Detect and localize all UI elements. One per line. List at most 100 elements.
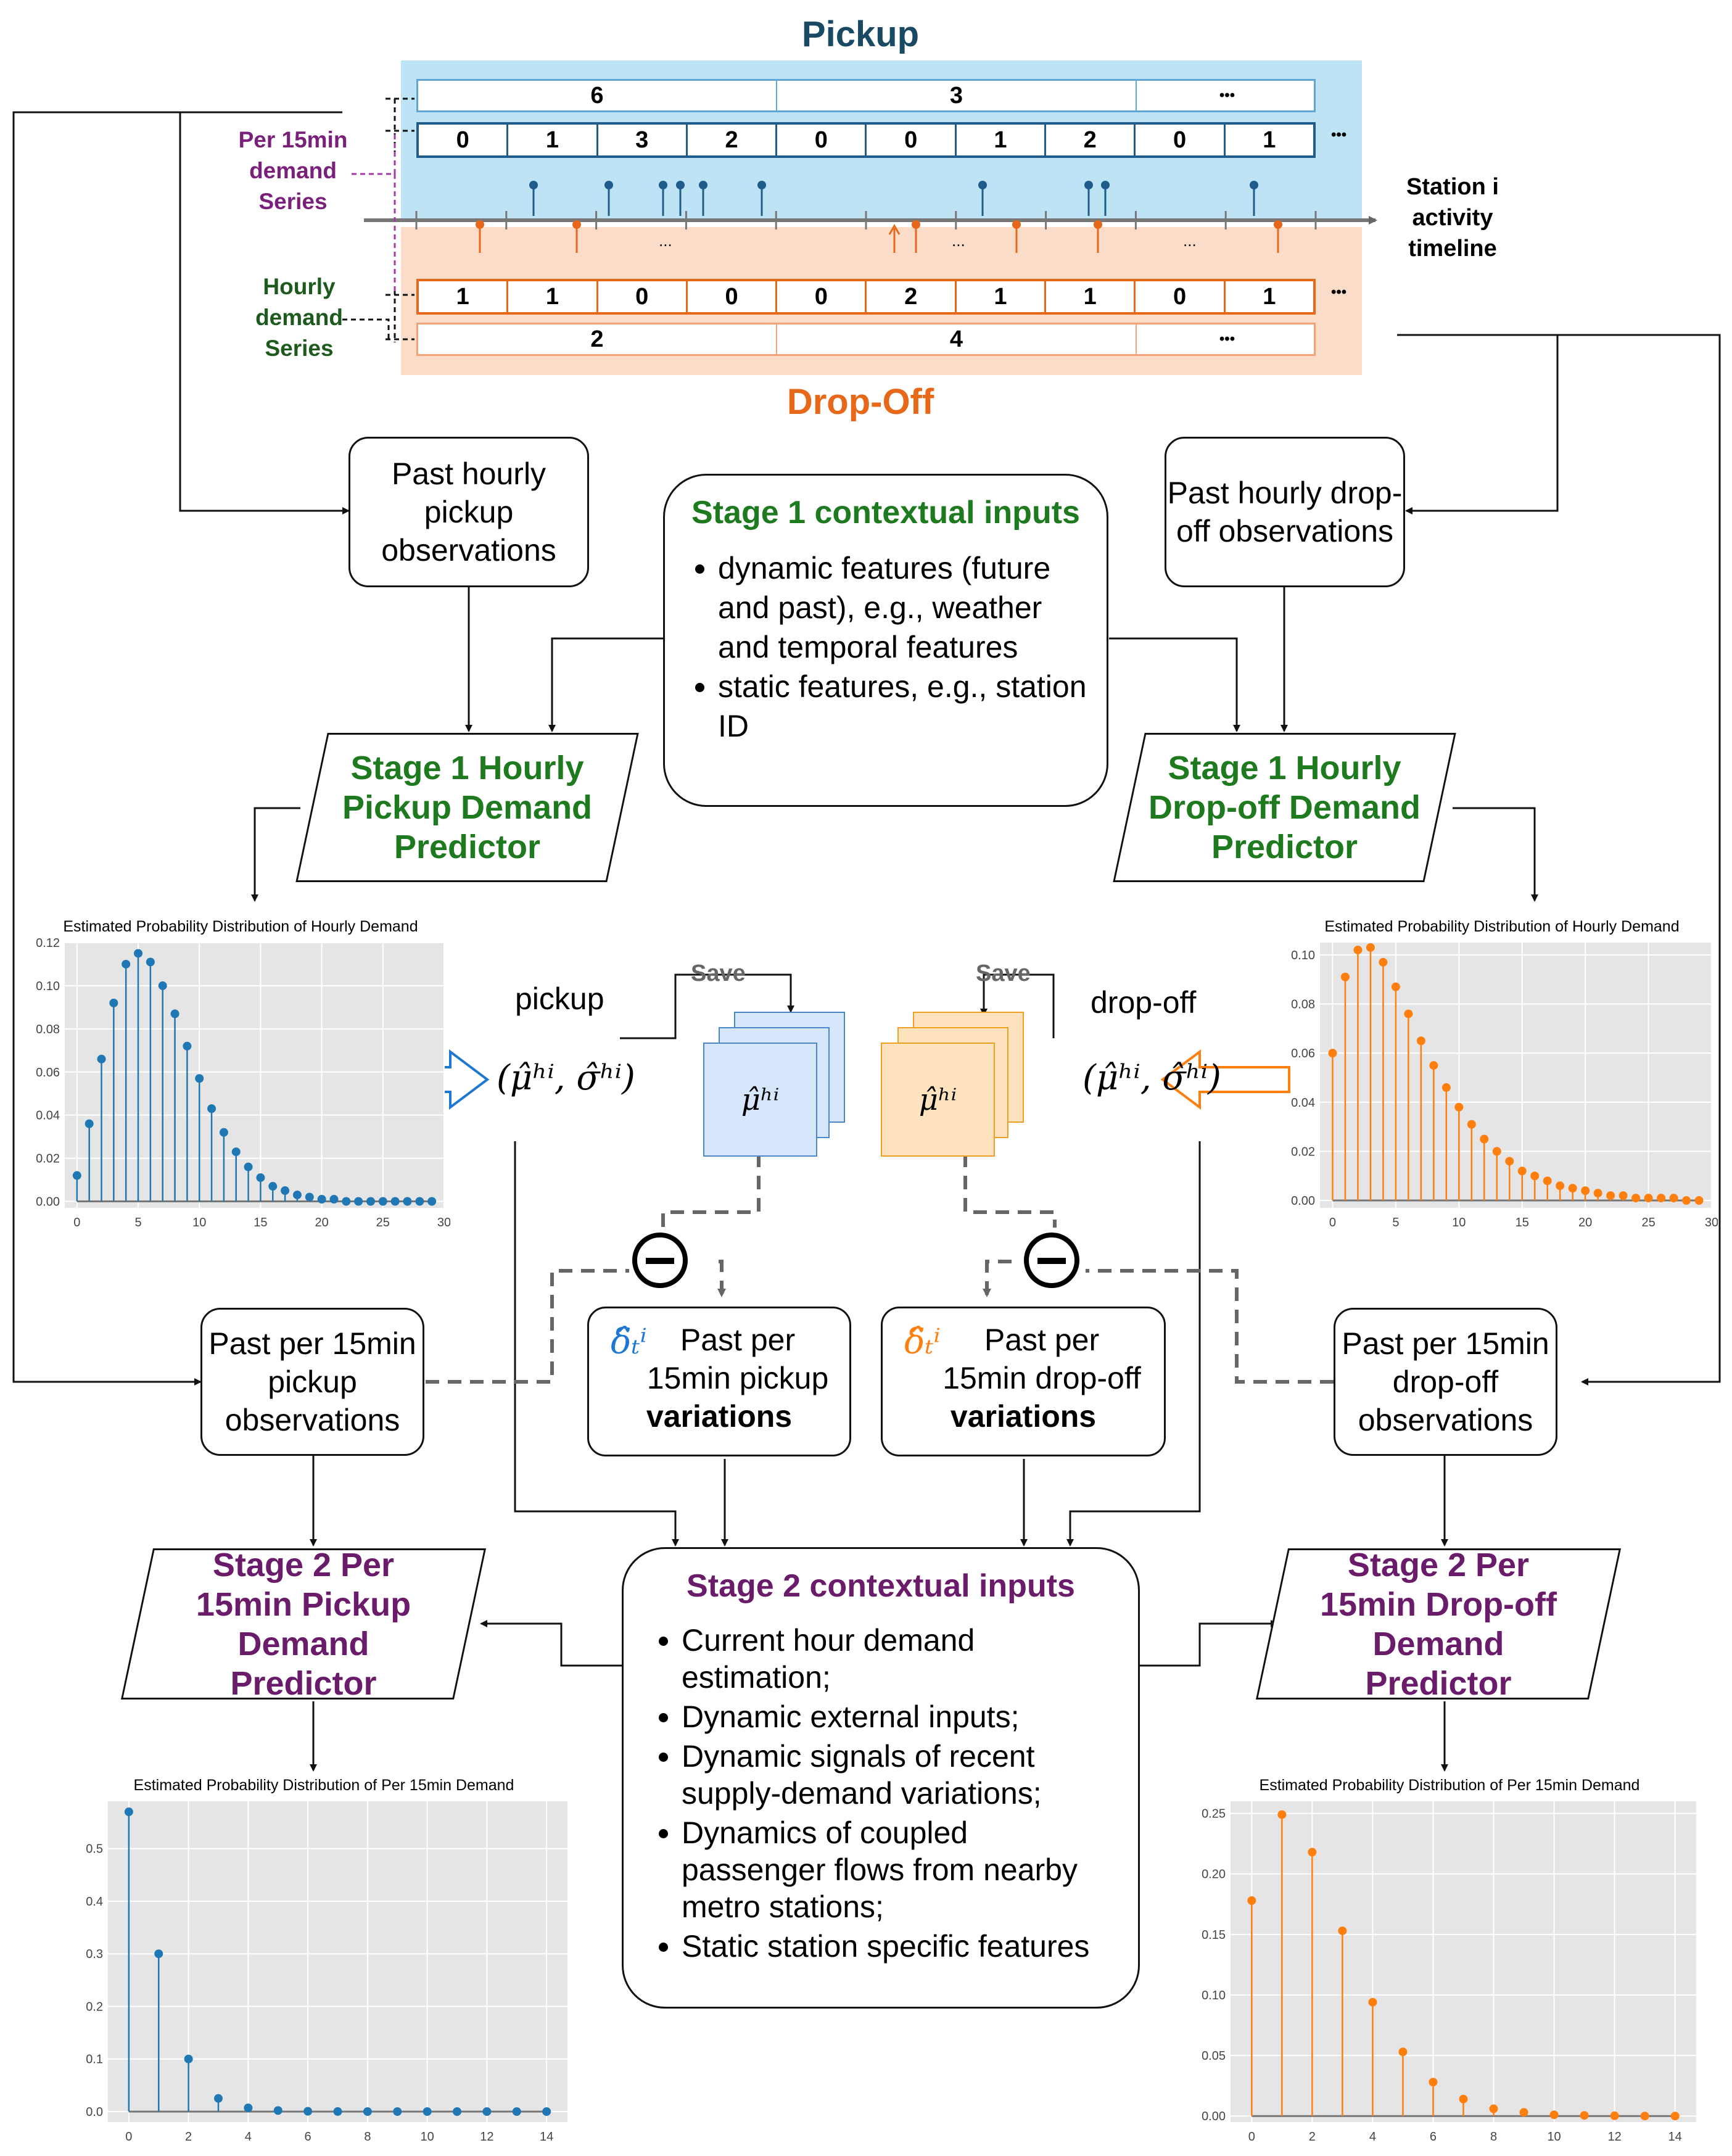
pickup-delta: δ̂ₜⁱ <box>611 1322 647 1362</box>
stage2-ctx-item: Static station specific features <box>682 1928 1116 1965</box>
timeline-gap-dots: ... <box>952 231 965 250</box>
stem-marker <box>403 1197 412 1206</box>
y-tick-label: 0.02 <box>1291 1145 1315 1159</box>
pickup-event-dot <box>1250 181 1258 189</box>
y-tick-label: 0.4 <box>86 1895 103 1909</box>
stem-marker <box>1340 972 1350 981</box>
plot-area <box>65 943 444 1208</box>
y-tick-label: 0.00 <box>1291 1194 1315 1208</box>
x-tick-label: 15 <box>1516 1216 1529 1229</box>
x-tick-label: 0 <box>73 1216 80 1229</box>
x-tick-label: 5 <box>1392 1216 1399 1229</box>
stem-marker <box>97 1054 106 1064</box>
stem-marker <box>1593 1189 1602 1198</box>
plot-area <box>108 1801 567 2122</box>
stage2-dropoff-predictor: Stage 2 Per 15min Drop-off Demand Predic… <box>1255 1547 1622 1702</box>
x-tick-label: 6 <box>305 2130 311 2144</box>
y-tick-label: 0.25 <box>1202 1807 1226 1821</box>
dropoff-event-arrow <box>888 223 901 253</box>
save-label-pickup: Save <box>691 960 746 986</box>
stem-marker <box>1631 1194 1641 1203</box>
pickup-word: pickup <box>515 981 604 1016</box>
dropoff-hourly-cell: ••• <box>1136 324 1318 354</box>
stem-marker <box>170 1009 179 1018</box>
pickup-15min-cell: 3 <box>596 125 686 155</box>
dropoff-variations-box: δ̂ₜⁱ Past per 15min drop-off variations <box>881 1307 1166 1456</box>
dropoff-15min-cell: 0 <box>685 281 775 312</box>
stem-marker <box>195 1074 204 1083</box>
pickup-hourly-distribution-chart: Estimated Probability Distribution of Ho… <box>31 918 450 1239</box>
stem-marker <box>256 1173 265 1183</box>
x-tick-label: 12 <box>1608 2130 1622 2144</box>
pickup-series-ellipsis: ••• <box>1331 126 1347 143</box>
stem-marker <box>1366 943 1375 952</box>
pickup-15min-cell: 2 <box>685 125 775 155</box>
dropoff-delta: δ̂ₜⁱ <box>904 1322 941 1362</box>
stem-marker <box>1568 1184 1577 1193</box>
stage2-ctx-title: Stage 2 contextual inputs <box>687 1568 1075 1604</box>
stem-marker <box>1454 1102 1464 1112</box>
y-tick-label: 0.05 <box>1202 2049 1226 2063</box>
stem-marker <box>154 1949 163 1959</box>
pickup-event-dot <box>604 181 613 189</box>
dropoff-15min-cell: 0 <box>1134 281 1223 312</box>
chart-title: Estimated Probability Distribution of Pe… <box>1259 1777 1640 1794</box>
stem-marker <box>1398 2047 1408 2057</box>
stem-marker <box>1489 2104 1498 2113</box>
x-tick-label: 5 <box>134 1216 141 1229</box>
dropoff-15min-cell: 1 <box>456 283 469 310</box>
x-tick-label: 20 <box>315 1216 328 1229</box>
pickup-hourly-cell: 3 <box>776 81 1136 110</box>
timeline-label: Station i activity timeline <box>1406 174 1499 262</box>
stem-marker <box>213 2094 223 2103</box>
stem-marker <box>1441 1083 1451 1092</box>
dropoff-15min-cell: 1 <box>1223 281 1313 312</box>
past15-dropoff-box: Past per 15min drop-off observations <box>1334 1308 1557 1456</box>
x-tick-label: 4 <box>245 2130 252 2144</box>
pickup-event-dot <box>699 181 707 189</box>
stem-marker <box>1670 2112 1680 2121</box>
past15-pickup-box: Past per 15min pickup observations <box>200 1308 424 1456</box>
x-tick-label: 10 <box>421 2130 434 2144</box>
pickup-15min-cell: 1 <box>954 125 1044 155</box>
stem-marker <box>1391 982 1400 991</box>
dropoff-15min-cell: 1 <box>1044 281 1134 312</box>
stem-marker <box>427 1197 437 1206</box>
x-tick-label: 0 <box>1329 1216 1336 1229</box>
stem-marker <box>303 2107 313 2116</box>
pickup-15min-distribution-chart: Estimated Probability Distribution of Pe… <box>74 1777 574 2153</box>
stem-marker <box>333 2107 342 2116</box>
stem-marker <box>184 2054 193 2063</box>
stem-marker <box>1308 1848 1317 1857</box>
pickup-event-dot <box>978 181 987 189</box>
stem-marker <box>329 1195 339 1204</box>
stem-marker <box>1277 1810 1287 1819</box>
pickup-hourly-series: 6 3 ••• <box>416 79 1316 112</box>
stage2-ctx-item: Dynamic external inputs; <box>682 1698 1116 1735</box>
stem-marker <box>354 1197 363 1206</box>
stem-marker <box>393 2107 402 2116</box>
stem-marker <box>1467 1120 1476 1129</box>
stem-marker <box>158 981 167 990</box>
stem-marker <box>1429 2078 1438 2087</box>
x-tick-label: 0 <box>1248 2130 1255 2144</box>
dropoff-hourly-cell: 2 <box>590 326 604 352</box>
stem-marker <box>512 2107 521 2116</box>
stem-marker <box>231 1147 241 1157</box>
stem-marker <box>281 1186 290 1196</box>
dropoff-hourly-distribution-chart: Estimated Probability Distribution of Ho… <box>1286 918 1718 1239</box>
stem-marker <box>1353 945 1363 954</box>
save-label-dropoff: Save <box>976 960 1031 986</box>
past-hourly-pickup-box: Past hourly pickup observations <box>348 437 589 587</box>
y-tick-label: 0.06 <box>36 1066 60 1080</box>
y-tick-label: 0.06 <box>1291 1047 1315 1060</box>
stage2-contextual-inputs: Stage 2 contextual inputs Current hour d… <box>622 1547 1140 2009</box>
pickup-event-dot <box>1084 181 1093 189</box>
x-tick-label: 14 <box>540 2130 553 2144</box>
dropoff-event-dot <box>476 220 484 229</box>
stem-marker <box>1657 1194 1666 1203</box>
pickup-15min-cell: 0 <box>865 125 954 155</box>
stem-marker <box>390 1197 400 1206</box>
